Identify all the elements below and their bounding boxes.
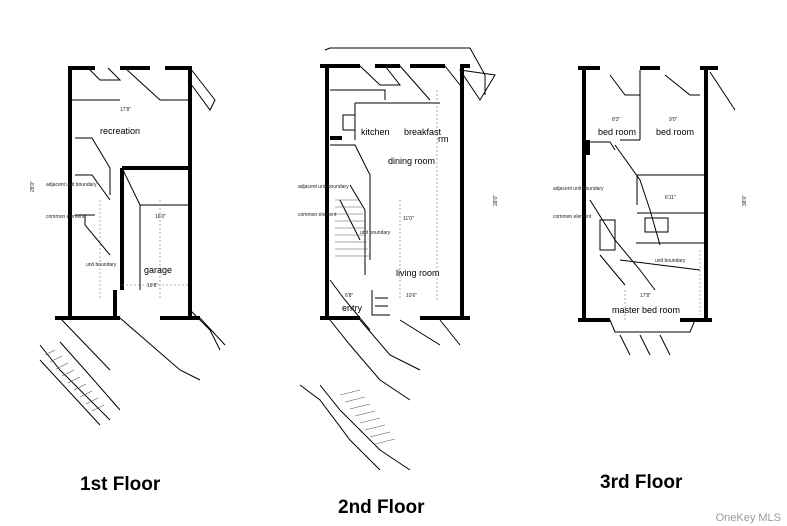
room-label-entry: entry [342,303,363,313]
note-unit-boundary: unit boundary [655,258,686,264]
note-adjacent: adjacent unit boundary [46,182,97,188]
caption-1st-floor: 1st Floor [80,474,161,495]
dim-hall: 6'11" [665,195,676,201]
note-common: common element [553,214,592,220]
note-common: common element [46,214,85,220]
note-adjacent: adjacent unit boundary [553,186,604,192]
dim-garage: 16'0" [155,214,166,220]
dim-master: 17'8" [640,293,651,299]
dim-living: 10'6" [406,293,417,299]
room-label-recreation: recreation [100,126,140,136]
room-label-garage: garage [144,265,172,275]
room-label-bed-2: bed room [656,127,694,137]
watermark: OneKey MLS [715,512,781,524]
dim-bed-2: 9'0" [669,117,678,123]
caption-3rd-floor: 3rd Floor [600,472,683,493]
room-label-bed-1: bed room [598,127,636,137]
dim-entry: 6'8" [345,293,354,299]
room-label-breakfast: breakfast [404,127,442,137]
second-floor-plan: kitchen breakfast rm dining room living … [298,47,499,471]
room-label-master: master bed room [612,305,680,315]
dim-height: 38'0" [742,195,748,206]
dim-bed-1: 8'3" [612,117,621,123]
room-label-kitchen: kitchen [361,127,390,137]
note-unit-boundary: unit boundary [360,230,391,236]
dim-height: 28'0" [493,195,499,206]
dim-width: 11'0" [403,216,414,222]
caption-2nd-floor: 2nd Floor [338,497,425,518]
dim-height: 28'0" [30,181,36,192]
note-common: common element [298,212,337,218]
first-floor-plan: recreation garage 17'8" 16'0" 10'8" 28'0… [30,66,226,426]
note-adjacent: adjacent unit boundary [298,184,349,190]
room-label-breakfast-rm: rm [438,134,449,144]
dim-garage-depth: 10'8" [147,283,158,289]
room-label-living: living room [396,268,440,278]
third-floor-plan: bed room bed room master bed room 8'3" 9… [553,66,748,356]
dim-recreation: 17'8" [120,107,131,113]
note-unit-boundary: unit boundary [86,262,117,268]
room-label-dining: dining room [388,156,435,166]
